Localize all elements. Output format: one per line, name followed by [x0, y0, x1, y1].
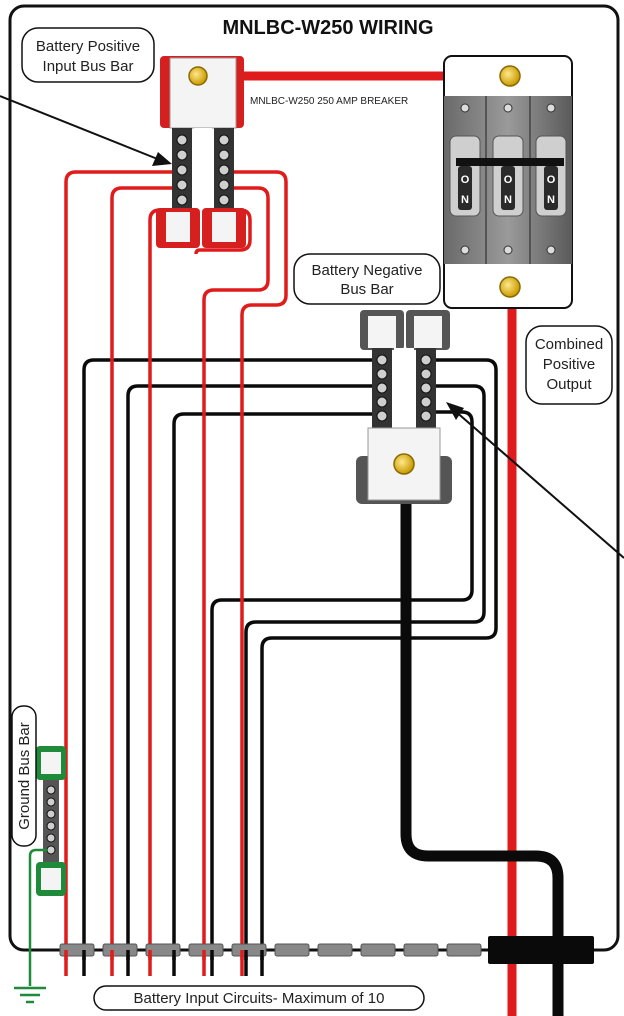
- diagram-title: MNLBC-W250 WIRING: [222, 17, 433, 39]
- breaker-off-mark-1: N: [461, 194, 469, 206]
- breaker-on-mark-1: O: [461, 174, 470, 186]
- negative-bus-bolt: [393, 453, 415, 475]
- positive-bus-label-line1: Battery Positive: [36, 38, 140, 55]
- negative-bus-pointer: [446, 402, 624, 559]
- breaker-line-bolt: [499, 65, 521, 87]
- ground-bus-callout: Ground Bus Bar: [11, 705, 37, 847]
- negative-bus-label-line2: Bus Bar: [340, 281, 393, 298]
- negative-main-wire: [400, 466, 564, 1016]
- positive-bus-label-line2: Input Bus Bar: [43, 58, 134, 75]
- positive-bus-bar: [156, 56, 246, 248]
- positive-bus-callout: Battery Positive Input Bus Bar: [21, 27, 155, 83]
- input-wire-stubs: [64, 950, 264, 976]
- ground-bus-bar: [36, 746, 66, 896]
- negative-bus-bar: [356, 310, 452, 504]
- negative-bus-label-line1: Battery Negative: [312, 262, 423, 279]
- negative-input-wires: [82, 358, 498, 960]
- breaker-on-mark-3: O: [547, 174, 556, 186]
- breaker-off-mark-2: N: [504, 194, 512, 206]
- ground-bus-label: Ground Bus Bar: [16, 722, 33, 830]
- earth-ground-icon: [14, 986, 46, 1004]
- input-circuits-label: Battery Input Circuits- Maximum of 10: [134, 990, 385, 1007]
- positive-bus-bolt: [188, 66, 208, 86]
- breaker-load-bolt: [499, 276, 521, 298]
- positive-bus-pointer: [0, 95, 172, 166]
- positive-bus-screws: [176, 134, 230, 206]
- circuit-breaker: O N O N O N: [443, 55, 573, 309]
- combined-label-line2: Positive: [543, 356, 596, 373]
- negative-bus-callout: Battery Negative Bus Bar: [293, 253, 441, 305]
- input-circuits-callout: Battery Input Circuits- Maximum of 10: [93, 985, 425, 1011]
- combined-output-callout: Combined Positive Output: [525, 325, 613, 405]
- breaker-on-mark-2: O: [504, 174, 513, 186]
- breaker-off-mark-3: N: [547, 194, 555, 206]
- breaker-label: MNLBC-W250 250 AMP BREAKER: [250, 96, 408, 107]
- combined-label-line1: Combined: [535, 336, 603, 353]
- main-cable-clamp: [488, 936, 594, 964]
- ground-wire: [28, 848, 48, 986]
- ground-bus-screws: [46, 785, 56, 855]
- combined-label-line3: Output: [546, 376, 592, 393]
- negative-bus-screws: [376, 354, 432, 422]
